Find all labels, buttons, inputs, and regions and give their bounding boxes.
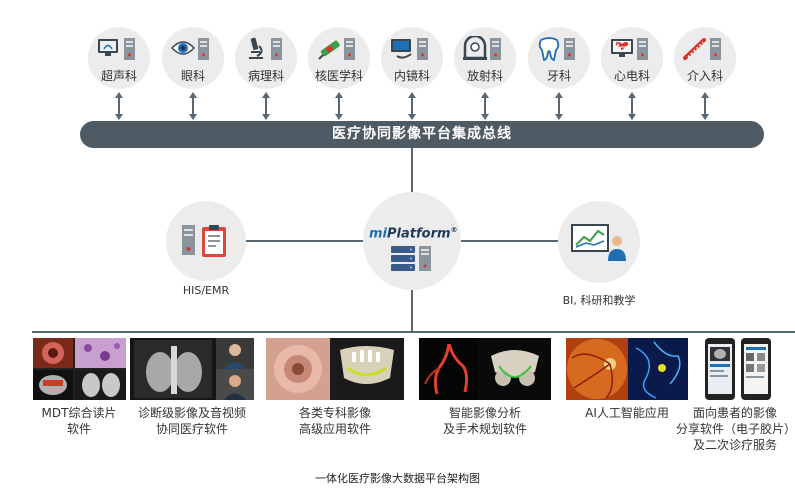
dept-pathology: 病理科 — [235, 27, 297, 89]
dept-endoscopy: 内镜科 — [381, 27, 443, 89]
radiology-icon — [462, 34, 508, 62]
arrow-down-icon — [262, 114, 270, 120]
software-label-ai-app: AI人工智能应用 — [570, 405, 684, 421]
dept-label: 牙科 — [546, 69, 571, 83]
diagnostic-collab-screenshot — [130, 338, 254, 400]
arrow-up-icon — [701, 92, 709, 98]
server-stack-icon — [389, 244, 435, 276]
nuclear-medicine-icon — [316, 36, 362, 62]
connector-line — [631, 97, 633, 114]
bus-to-platform-line — [411, 148, 413, 194]
label-line: 分享软件（电子胶片） — [676, 422, 795, 436]
mdt-reading-screenshot — [33, 338, 126, 400]
dept-ultrasound: 超声科 — [88, 27, 150, 89]
dept-label: 病理科 — [247, 69, 284, 83]
connector-line — [338, 97, 340, 114]
dept-ophthalmology: 眼科 — [162, 27, 224, 89]
connector-line — [704, 97, 706, 114]
dept-nuclear-medicine: 核医学科 — [308, 27, 370, 89]
logo-prefix: mi — [369, 226, 388, 242]
tooth-icon — [536, 36, 582, 62]
ai-analysis-surgery-screenshot — [419, 338, 551, 400]
label-line: 及手术规划软件 — [442, 422, 527, 436]
logo-name: Platform — [387, 226, 451, 242]
connector-line — [411, 97, 413, 114]
dept-label: 内镜科 — [393, 69, 430, 83]
eye-icon — [170, 36, 216, 62]
software-label-mdt: MDT综合读片 软件 — [20, 405, 138, 437]
software-label-ai-analysis: 智能影像分析 及手术规划软件 — [419, 405, 551, 437]
arrow-up-icon — [555, 92, 563, 98]
label-line: 智能影像分析 — [448, 406, 521, 420]
dept-interventional: 介入科 — [674, 27, 736, 89]
miplatform-logo: miPlatform® — [369, 226, 458, 242]
dept-label: 超声科 — [100, 69, 137, 83]
arrow-down-icon — [701, 114, 709, 120]
software-label-specialty: 各类专科影像 高级应用软件 — [266, 405, 404, 437]
arrow-down-icon — [335, 114, 343, 120]
miplatform-node: miPlatform® — [363, 192, 461, 290]
label-line: AI人工智能应用 — [585, 406, 669, 420]
ultrasound-icon — [96, 36, 142, 62]
dept-label: 心电科 — [613, 69, 650, 83]
ecg-icon — [609, 36, 655, 62]
dept-label: 核医学科 — [314, 69, 363, 83]
dept-radiology: 放射科 — [454, 27, 516, 89]
arrow-up-icon — [628, 92, 636, 98]
arrow-down-icon — [628, 114, 636, 120]
bi-research-node — [558, 201, 640, 283]
connector-line — [192, 97, 194, 114]
interventional-icon — [682, 36, 728, 62]
connector-line — [484, 97, 486, 114]
label-line: 协同医疗软件 — [155, 422, 228, 436]
presentation-icon — [570, 223, 628, 267]
dept-dental: 牙科 — [528, 27, 590, 89]
arrow-up-icon — [262, 92, 270, 98]
label-line: 面向患者的影像 — [692, 406, 777, 420]
connector-line — [558, 97, 560, 114]
arrow-up-icon — [408, 92, 416, 98]
logo-mark: ® — [450, 226, 458, 234]
integration-bus: 医疗协同影像平台集成总线 — [80, 121, 764, 148]
dept-label: 眼科 — [180, 69, 205, 83]
his-emr-label: HIS/EMR — [182, 284, 230, 297]
ai-application-screenshot — [566, 338, 688, 400]
arrow-up-icon — [115, 92, 123, 98]
his-emr-node — [166, 201, 246, 281]
label-line: 诊断级影像及音视频 — [137, 406, 246, 420]
arrow-up-icon — [481, 92, 489, 98]
figure-caption: 一体化医疗影像大数据平台架构图 — [315, 472, 480, 485]
arrow-down-icon — [555, 114, 563, 120]
label-line: MDT综合读片 — [41, 406, 117, 420]
software-divider-line — [32, 331, 795, 333]
arrow-down-icon — [189, 114, 197, 120]
dept-ecg: 心电科 — [601, 27, 663, 89]
arrow-up-icon — [335, 92, 343, 98]
arrow-up-icon — [189, 92, 197, 98]
dept-label: 放射科 — [466, 69, 503, 83]
arrow-down-icon — [115, 114, 123, 120]
software-label-diagnostic: 诊断级影像及音视频 协同医疗软件 — [124, 405, 260, 437]
patient-sharing-screenshot — [701, 336, 775, 402]
label-line: 高级应用软件 — [298, 422, 371, 436]
connector-line — [265, 97, 267, 114]
software-label-patient-sharing: 面向患者的影像 分享软件（电子胶片） 及二次诊疗服务 — [676, 405, 795, 453]
bi-research-label: BI, 科研和教学 — [562, 294, 636, 307]
connector-line — [118, 97, 120, 114]
platform-to-software-line — [411, 290, 413, 332]
specialty-imaging-screenshot — [266, 338, 404, 400]
clipboard-icon — [180, 223, 232, 263]
arrow-down-icon — [408, 114, 416, 120]
label-line: 及二次诊疗服务 — [692, 438, 777, 452]
dept-label: 介入科 — [686, 69, 723, 83]
arrow-down-icon — [481, 114, 489, 120]
endoscope-icon — [389, 36, 435, 62]
microscope-icon — [243, 36, 289, 62]
label-line: 软件 — [66, 422, 91, 436]
label-line: 各类专科影像 — [298, 406, 371, 420]
